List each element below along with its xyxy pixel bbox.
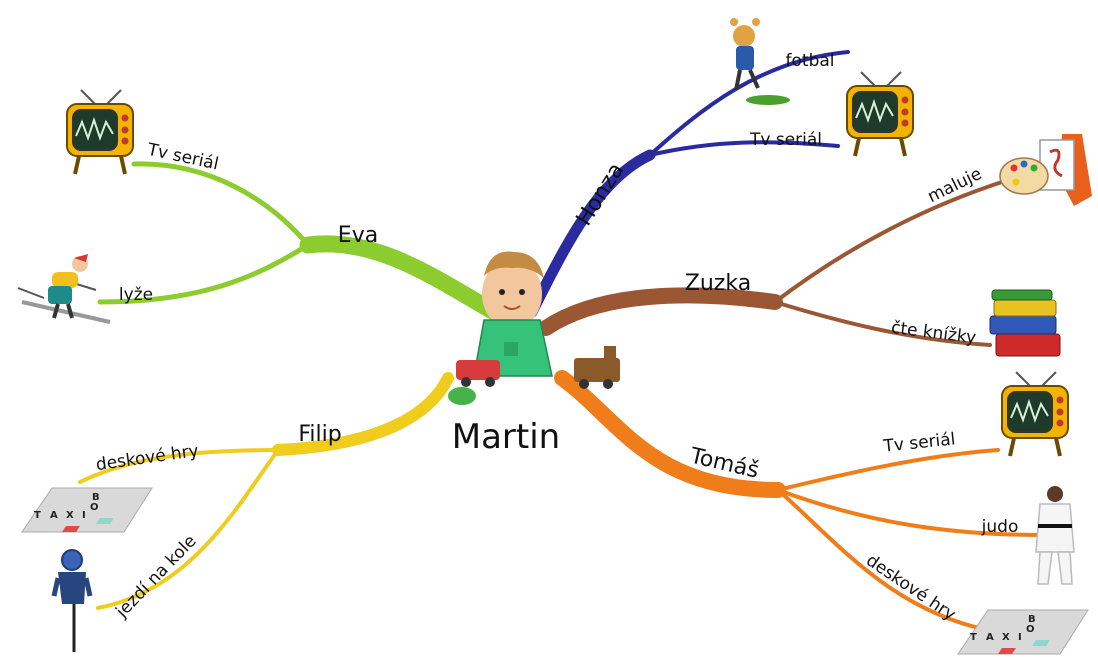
board-tile: X	[1002, 632, 1010, 643]
leaf-line	[131, 161, 311, 248]
books-icon	[989, 289, 1061, 357]
tv-icon	[1000, 370, 1070, 458]
football-player-icon	[730, 18, 790, 105]
board-tile: T	[34, 510, 41, 521]
judoka-icon	[1035, 486, 1075, 585]
tv-icon	[845, 70, 915, 158]
leaf-line	[776, 448, 1000, 492]
leaf-label: čte knížky	[890, 318, 977, 348]
branches	[78, 50, 1044, 632]
board-game-icon: T A X I B O	[21, 487, 153, 533]
leaf-line	[776, 488, 1044, 537]
skier-icon	[17, 254, 111, 324]
painting-palette-icon	[999, 134, 1092, 206]
leaf-label: judo	[981, 517, 1019, 537]
branch-label-zuzka: Zuzka	[685, 271, 751, 296]
branch-zuzka	[538, 178, 1010, 347]
leaf-label: Tv seriál	[749, 130, 822, 150]
branch-eva	[97, 161, 514, 327]
board-tile: O	[90, 502, 99, 513]
branch-line-eva	[299, 235, 514, 327]
leaf-label: lyže	[119, 285, 153, 305]
branch-line-tomas	[554, 370, 786, 498]
leaf-line	[78, 448, 280, 484]
board-tile: I	[82, 510, 86, 521]
branch-label-honza: Honza	[572, 159, 630, 231]
leaf-label: deskové hry	[862, 551, 959, 625]
central-topic-label: Martin	[452, 417, 560, 457]
branch-line-filip	[272, 372, 454, 456]
board-tile: B	[92, 492, 100, 503]
leaf-label: deskové hry	[95, 441, 200, 475]
branch-tomas	[554, 370, 1044, 632]
branch-line-honza	[526, 149, 656, 318]
board-tile: I	[1018, 632, 1022, 643]
board-tile: A	[986, 632, 994, 643]
leaf-line	[96, 448, 280, 610]
branch-label-eva: Eva	[338, 223, 378, 248]
leaf-line	[97, 242, 311, 305]
leaf-label: fotbal	[786, 51, 835, 71]
leaf-line	[776, 488, 990, 632]
boy-with-toys-icon	[448, 251, 620, 405]
board-game-icon: T A X I B O	[957, 609, 1089, 655]
board-tile: A	[50, 510, 58, 521]
leaf-line	[648, 140, 840, 157]
leaf-line	[773, 300, 992, 347]
board-tile: B	[1028, 614, 1036, 625]
cyclist-icon	[51, 549, 93, 652]
branch-line-zuzka	[538, 287, 783, 336]
leaf-line	[773, 178, 1010, 304]
branch-filip	[78, 372, 454, 610]
tv-icon	[65, 88, 135, 176]
leaf-label: Tv seriál	[882, 429, 957, 457]
board-tile: X	[66, 510, 74, 521]
leaf-label: jezdí na kole	[112, 531, 201, 622]
branch-label-filip: Filip	[298, 422, 341, 447]
board-tile: O	[1026, 624, 1035, 635]
board-tile: T	[970, 632, 977, 643]
